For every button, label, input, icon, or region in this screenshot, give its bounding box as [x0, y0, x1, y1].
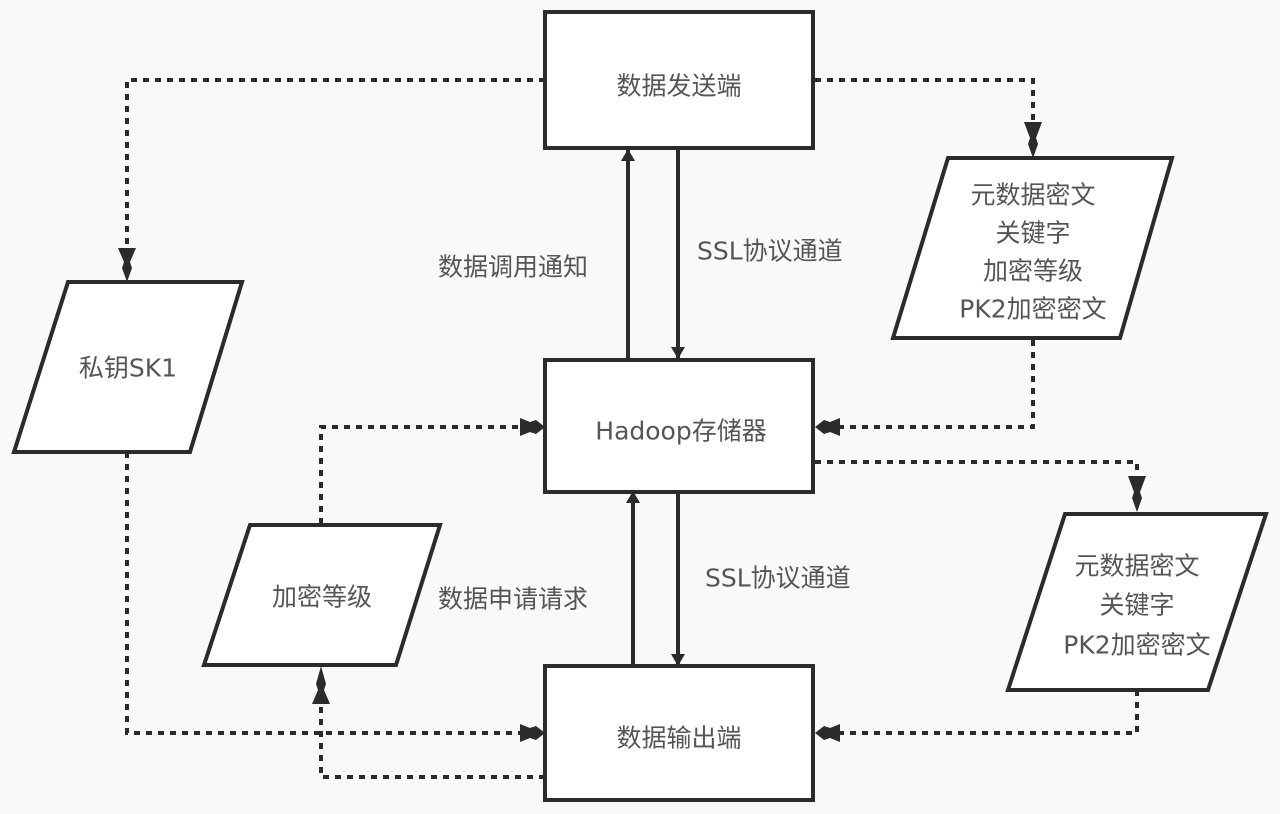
arrowhead-enc-level: [312, 666, 330, 704]
edge-sender-to-private-key: [125, 78, 545, 262]
dotted-arrowheads: [118, 122, 1146, 742]
arrowhead-meta-lower: [1128, 476, 1146, 512]
edge-hadoop-to-meta-lower: [815, 460, 1139, 494]
meta-upper-line-4: PK2加密密文: [959, 295, 1106, 324]
node-sender: [543, 10, 815, 150]
hadoop-label: Hadoop存储器: [595, 417, 766, 446]
edge-output-to-enc-level: [319, 688, 545, 779]
arrowhead-output-left: [520, 724, 545, 742]
node-meta-upper: [890, 156, 1175, 340]
meta-lower-line-1: 元数据密文: [1074, 552, 1199, 581]
meta-upper-line-1: 元数据密文: [970, 181, 1095, 210]
edge-sender-to-meta-upper: [815, 78, 1035, 138]
node-output: [543, 664, 815, 802]
edge-private-key-to-output: [125, 452, 522, 735]
node-private-key: [11, 280, 245, 454]
edge-enc-level-to-hadoop: [319, 425, 522, 524]
node-hadoop: [543, 358, 815, 494]
private-key-label: 私钥SK1: [79, 354, 177, 383]
sender-label: 数据发送端: [616, 72, 741, 101]
enc-level-label: 加密等级: [272, 583, 372, 612]
arrowhead-hadoop-right: [815, 418, 840, 436]
node-meta-lower: [1005, 512, 1269, 692]
meta-lower-line-2: 关键字: [1099, 591, 1174, 620]
arrowhead-hadoop-left: [520, 418, 545, 436]
output-label: 数据输出端: [616, 724, 741, 753]
arrowhead-output-right: [815, 724, 840, 742]
meta-lower-line-3: PK2加密密文: [1063, 631, 1210, 660]
edge-meta-lower-to-output: [838, 690, 1139, 735]
arrowhead-private-key: [118, 248, 136, 282]
meta-upper-line-2: 关键字: [995, 219, 1070, 248]
edge-label-call-notice: 数据调用通知: [438, 253, 588, 282]
arrowhead-meta-upper: [1024, 122, 1042, 158]
edge-meta-upper-to-hadoop: [838, 340, 1035, 429]
node-enc-level: [201, 523, 443, 667]
edge-label-ssl-lower: SSL协议通道: [705, 564, 851, 593]
edge-label-apply-request: 数据申请请求: [438, 585, 588, 614]
edge-label-ssl-upper: SSL协议通道: [697, 237, 843, 266]
meta-upper-line-3: 加密等级: [983, 257, 1083, 286]
